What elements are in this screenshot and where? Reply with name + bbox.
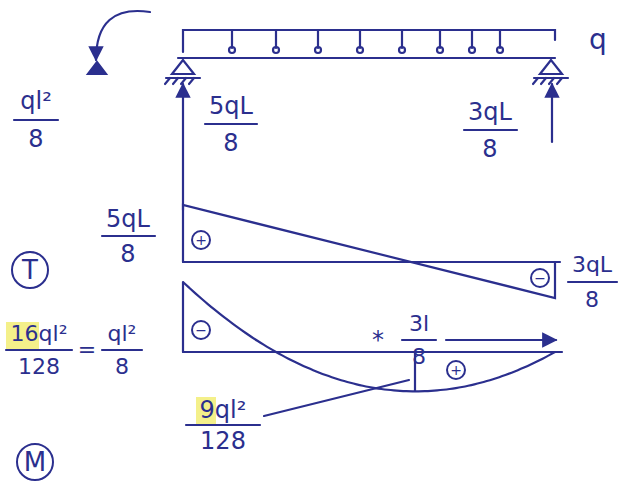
formula-label: 16ql² — [11, 323, 68, 345]
moment-line — [182, 282, 184, 352]
moment-arrow — [96, 11, 150, 60]
formula-label: 5qL — [106, 207, 150, 231]
formula-label: 128 — [18, 356, 60, 378]
formula-label: * — [372, 328, 384, 352]
formula-label: 8 — [28, 127, 43, 151]
formula-label: 8 — [120, 242, 135, 266]
formula-label: 3qL — [468, 100, 512, 124]
leader-line — [264, 380, 409, 416]
formula-label: 128 — [200, 429, 246, 453]
reaction-arrow — [551, 84, 553, 142]
formula-label: 3qL — [572, 254, 612, 276]
formula-label: 8 — [223, 131, 238, 155]
fraction-bar — [6, 120, 617, 425]
sign-circle: M — [16, 443, 54, 481]
moment-pin — [88, 62, 106, 74]
sign-text: T — [22, 257, 38, 283]
formula-label: 8 — [482, 137, 497, 161]
load-arrows — [229, 30, 503, 53]
sign-text: + — [450, 363, 462, 377]
formula-label: 8 — [115, 356, 129, 378]
sign-text: M — [24, 449, 46, 475]
sign-text: − — [195, 323, 207, 337]
sign-circle: − — [191, 320, 211, 340]
load-outline — [183, 30, 555, 52]
support-symbol — [533, 60, 568, 84]
sign-text: + — [195, 233, 207, 247]
dimension-arrow — [446, 339, 556, 341]
formula-label: = — [78, 339, 96, 361]
formula-label: q — [589, 26, 607, 54]
formula-label: ql² — [108, 323, 137, 345]
shear-line — [183, 205, 555, 298]
sign-circle: + — [191, 230, 211, 250]
sign-text: − — [534, 271, 546, 285]
shear-baseline — [183, 261, 560, 263]
sign-circle: + — [446, 360, 466, 380]
formula-label: 8 — [585, 289, 599, 311]
sign-circle: T — [11, 251, 49, 289]
reaction-arrow — [182, 84, 184, 210]
formula-label: 8 — [412, 346, 426, 368]
sign-circle: − — [530, 268, 550, 288]
formula-label: ql² — [20, 89, 52, 113]
formula-label: 9ql² — [200, 398, 247, 422]
formula-label: 3l — [409, 313, 429, 335]
beam — [178, 57, 555, 59]
moment-curve — [183, 282, 555, 391]
formula-label: 5qL — [209, 94, 253, 118]
support-symbol — [165, 60, 200, 84]
